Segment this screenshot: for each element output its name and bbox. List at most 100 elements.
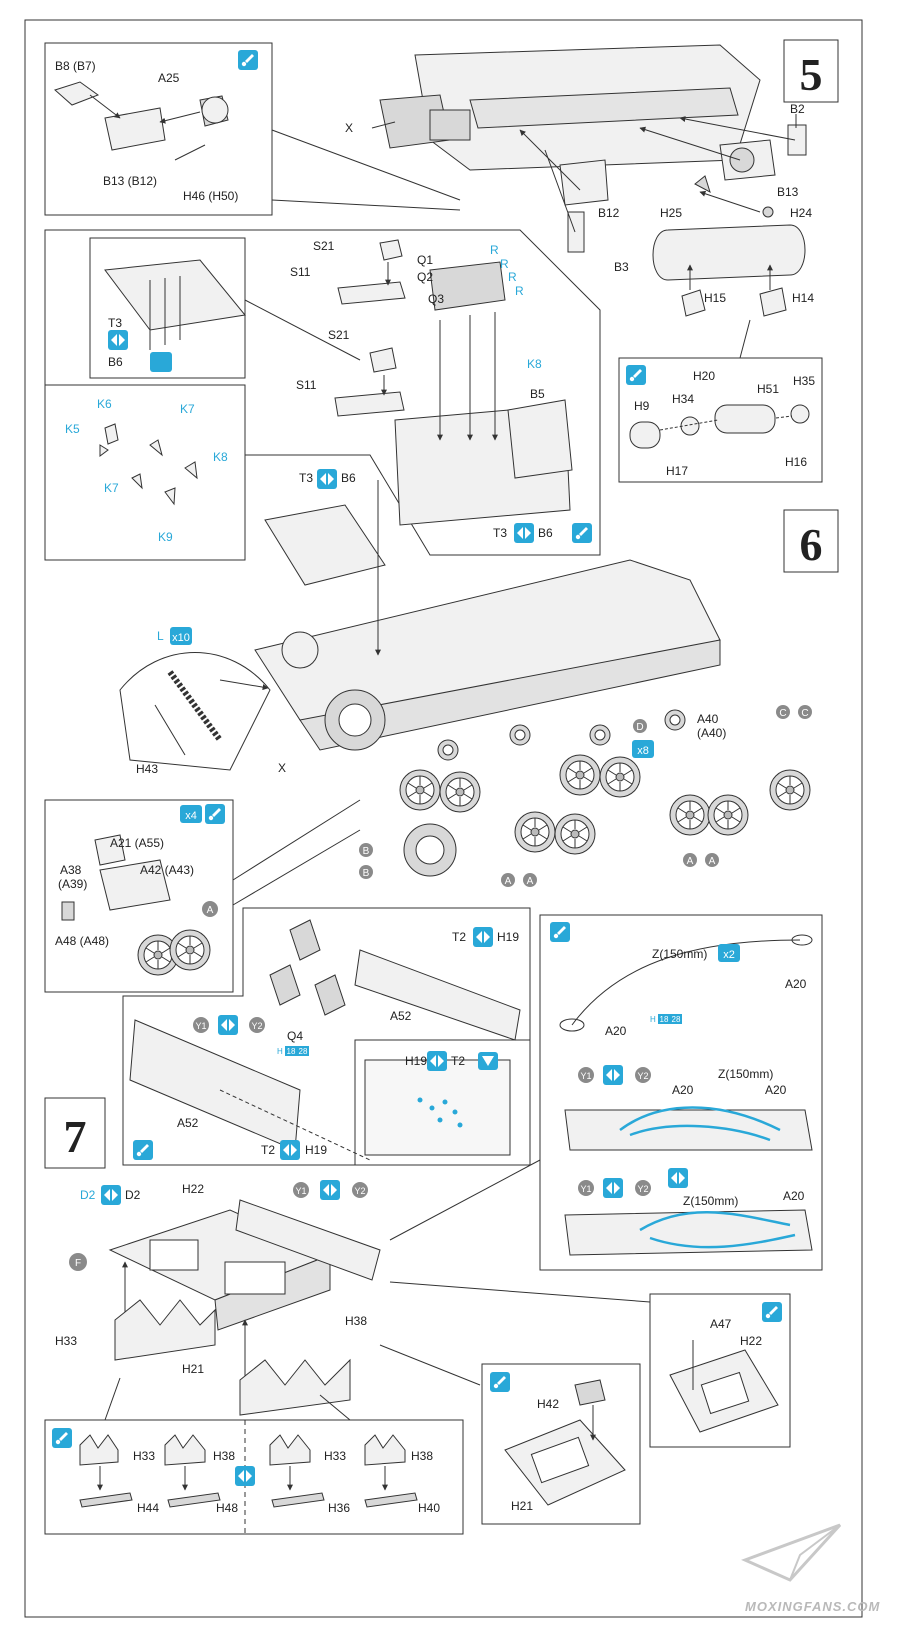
label-a20-b: A20 <box>605 1024 627 1038</box>
label-d: D <box>636 722 643 733</box>
step-7-box <box>44 1097 106 1169</box>
watermark-logo-icon <box>741 1523 842 1582</box>
inset-h21: H42 H21 <box>481 1363 641 1525</box>
label-y1-d: Y1 <box>295 1186 306 1196</box>
label-t3-top: T3 <box>299 471 313 485</box>
label-b6-bottom: B6 <box>538 526 553 540</box>
label-z150-c: Z(150mm) <box>683 1194 738 1208</box>
label-a52-top: A52 <box>390 1009 412 1023</box>
paint-brush-icon <box>238 50 258 70</box>
label-a52-low: A52 <box>177 1116 199 1130</box>
mirror-symmetric-icon <box>235 1466 255 1486</box>
label-t3-bottom: T3 <box>493 526 507 540</box>
mirror-symmetric-icon <box>101 1185 121 1205</box>
label-s21-a: S21 <box>313 239 335 253</box>
label-a-mid: A <box>505 876 512 887</box>
label-h21-b: H21 <box>511 1499 533 1513</box>
label-t3: T3 <box>108 316 122 330</box>
label-h9: H9 <box>634 399 650 413</box>
watermark: MOXINGFANS.COM <box>741 1523 881 1614</box>
label-q1: Q1 <box>417 253 433 267</box>
label-a20-a: A20 <box>785 977 807 991</box>
label-h38: H38 <box>345 1314 367 1328</box>
watermark-text: MOXINGFANS.COM <box>745 1599 881 1614</box>
paint-brush-icon <box>205 804 225 824</box>
label-r-1: R <box>490 243 499 257</box>
label-h18-b-n2: 28 <box>672 1015 681 1024</box>
label-h15: H15 <box>704 291 726 305</box>
label-y2-a: Y2 <box>251 1021 262 1031</box>
step-6-box <box>783 509 839 573</box>
label-h18-b: H <box>650 1015 656 1024</box>
mirror-symmetric-icon <box>473 927 493 947</box>
paint-brush-icon <box>52 1428 72 1448</box>
hatch-assembly: S21 S11 Q1 Q2 Q3 R R R R K8 S21 S11 B5 T… <box>290 239 592 543</box>
label-y2-b: Y2 <box>637 1071 648 1081</box>
label-a20-e: A20 <box>783 1189 805 1203</box>
mirror-symmetric-icon <box>218 1015 238 1035</box>
mirror-symmetric-icon <box>427 1051 447 1071</box>
label-f: F <box>75 1258 81 1269</box>
inset-suspension: x4 A21 (A55) A38 (A39) A42 (A43) A48 (A4… <box>44 799 361 993</box>
label-h14: H14 <box>792 291 814 305</box>
label-h21: H21 <box>182 1362 204 1376</box>
label-h33-c: H33 <box>324 1449 346 1463</box>
label-k7-b: K7 <box>104 481 119 495</box>
inset-t3-b6: T3 B6 <box>89 237 361 379</box>
label-h22-b: H22 <box>740 1334 762 1348</box>
label-a-mid-2: A <box>527 876 534 887</box>
paint-brush-icon <box>626 365 646 385</box>
label-h18-b-n1: 18 <box>660 1015 669 1024</box>
inset-exhaust: H9 H34 H20 H51 H35 H17 H16 <box>618 319 823 483</box>
label-b8: B8 (B7) <box>55 59 96 73</box>
label-x2: x2 <box>723 949 735 961</box>
mirror-symmetric-icon <box>603 1065 623 1085</box>
label-a39: (A39) <box>58 877 87 891</box>
mirror-symmetric-icon <box>603 1178 623 1198</box>
step-7-number: 7 <box>64 1111 87 1162</box>
label-h19-mid: H19 <box>405 1054 427 1068</box>
label-k8-right: K8 <box>527 357 542 371</box>
label-k5: K5 <box>65 422 80 436</box>
inset-b8-a25: B8 (B7) A25 B13 (B12) H46 (H50) <box>44 42 461 216</box>
paint-brush-icon <box>133 1140 153 1160</box>
label-q3: Q3 <box>428 292 444 306</box>
engine-deck-assembly: D2 D2 H22 Y1 Y2 F H33 H21 H38 <box>55 1180 651 1416</box>
label-k6: K6 <box>97 397 112 411</box>
paint-brush-icon <box>762 1302 782 1322</box>
page-border <box>24 19 863 1618</box>
label-h48: H48 <box>216 1501 238 1515</box>
label-a20-c: A20 <box>672 1083 694 1097</box>
label-x8: x8 <box>637 745 649 757</box>
inset-h22: A47 H22 <box>649 1293 791 1448</box>
label-s11-a: S11 <box>290 265 311 279</box>
inset-mud-guards: H33 H38 H33 H38 H44 H48 H36 H40 <box>44 1377 464 1535</box>
label-k7-a: K7 <box>180 402 195 416</box>
label-h18-a: H <box>277 1047 283 1056</box>
label-t2-mid: T2 <box>451 1054 465 1068</box>
label-h38-c: H38 <box>411 1449 433 1463</box>
label-y2-c: Y2 <box>637 1184 648 1194</box>
inset-tow-cable: Z(150mm) x2 A20 A20 H 18 28 Y1 Y2 Z(150m… <box>389 914 823 1271</box>
k-parts: K6 K7 K5 K8 K7 K9 <box>65 397 228 544</box>
hull-lower: T3 B6 L x10 H43 X <box>119 469 812 887</box>
label-r-4: R <box>515 284 524 298</box>
mirror-symmetric-icon <box>668 1168 688 1188</box>
label-b: B <box>363 846 370 857</box>
label-b5: B5 <box>530 387 545 401</box>
label-h35: H35 <box>793 374 815 388</box>
label-h42: H42 <box>537 1397 559 1411</box>
label-r-2: R <box>500 257 509 271</box>
label-h19-top: H19 <box>497 930 519 944</box>
label-b6: B6 <box>108 355 123 369</box>
label-h38-b: H38 <box>213 1449 235 1463</box>
label-y1-b: Y1 <box>580 1071 591 1081</box>
label-a47: A47 <box>710 1317 732 1331</box>
label-y1-a: Y1 <box>195 1021 206 1031</box>
label-b13: B13 <box>777 185 799 199</box>
label-h19-low: H19 <box>305 1143 327 1157</box>
label-a-right-2: A <box>709 856 716 867</box>
label-b13-b12: B13 (B12) <box>103 174 157 188</box>
label-a25: A25 <box>158 71 180 85</box>
